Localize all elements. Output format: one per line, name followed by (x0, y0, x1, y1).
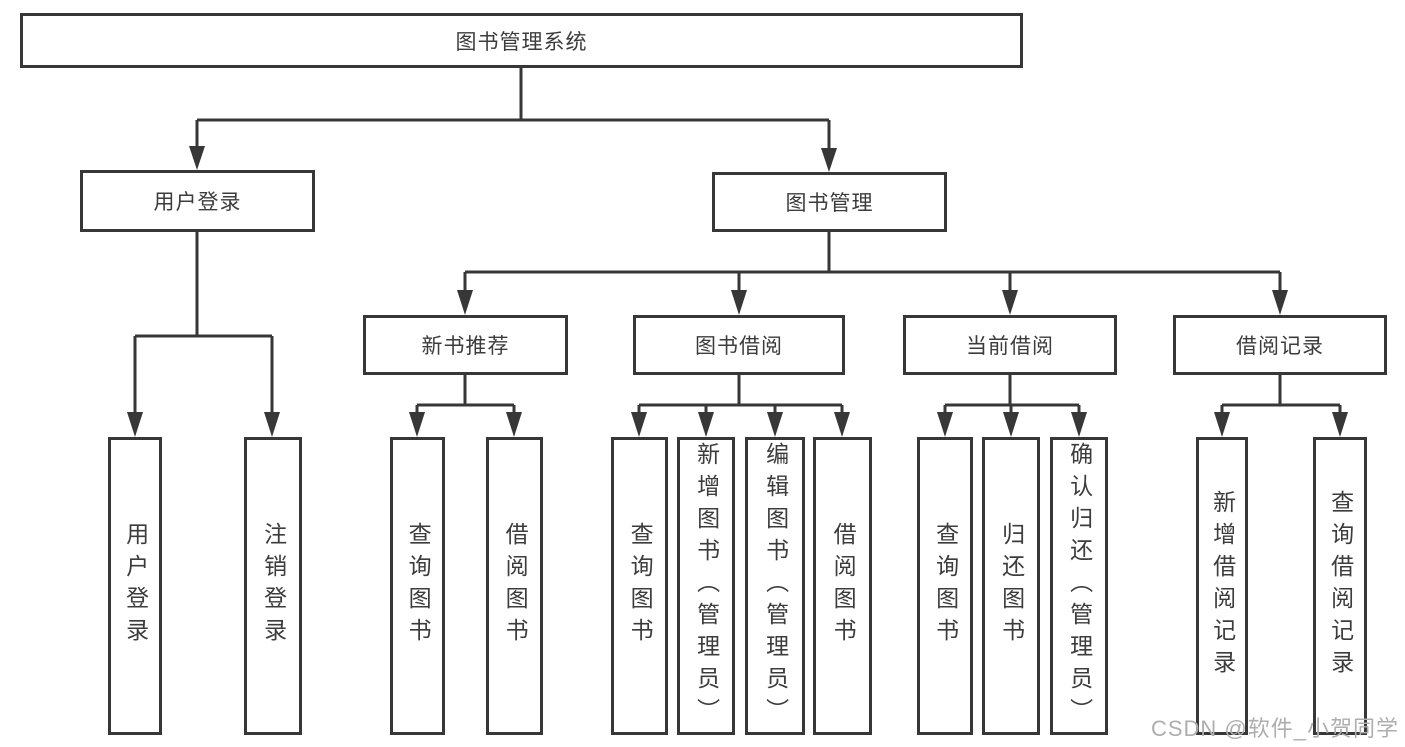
leaf-confirm-return-admin-label: 确认归还（管理员） (1066, 442, 1093, 730)
leaf-add-borrow-record: 新增借阅记录 (1196, 437, 1248, 735)
leaf-current-query-books-label: 查询图书 (932, 522, 959, 650)
leaf-logout: 注销登录 (244, 437, 302, 735)
leaf-borrow-books-label: 借阅图书 (830, 522, 857, 650)
node-book-borrow: 图书借阅 (633, 315, 845, 375)
watermark-text: CSDN @软件_小贺同学 (1150, 716, 1399, 741)
node-borrow-records-label: 借阅记录 (1236, 335, 1324, 358)
node-root: 图书管理系统 (20, 13, 1023, 68)
leaf-return-books-label: 归还图书 (998, 522, 1025, 650)
node-user-login: 用户登录 (80, 170, 315, 232)
node-borrow-records: 借阅记录 (1173, 315, 1387, 375)
leaf-query-borrow-record: 查询借阅记录 (1313, 437, 1367, 735)
leaf-confirm-return-admin: 确认归还（管理员） (1050, 437, 1108, 735)
leaf-add-borrow-record-label: 新增借阅记录 (1209, 490, 1236, 682)
node-book-management: 图书管理 (712, 172, 947, 232)
leaf-add-books-admin: 新增图书（管理员） (677, 437, 735, 735)
node-book-management-label: 图书管理 (785, 192, 874, 215)
node-user-login-label: 用户登录 (153, 191, 242, 214)
node-book-borrow-label: 图书借阅 (695, 335, 783, 358)
leaf-logout-label: 注销登录 (260, 522, 287, 650)
leaf-current-query-books: 查询图书 (917, 437, 973, 735)
node-new-book-recommend: 新书推荐 (363, 315, 568, 375)
leaf-recommend-borrow-books-label: 借阅图书 (502, 522, 529, 650)
leaf-borrow-books: 借阅图书 (813, 437, 872, 735)
node-current-borrow-label: 当前借阅 (966, 335, 1054, 358)
node-new-book-recommend-label: 新书推荐 (421, 335, 510, 358)
leaf-edit-books-admin: 编辑图书（管理员） (745, 437, 805, 735)
leaf-recommend-query-books: 查询图书 (390, 437, 445, 735)
node-root-label: 图书管理系统 (455, 30, 588, 54)
leaf-borrow-query-books-label: 查询图书 (627, 522, 654, 650)
leaf-recommend-query-books-label: 查询图书 (405, 522, 432, 650)
leaf-query-borrow-record-label: 查询借阅记录 (1327, 490, 1354, 682)
leaf-recommend-borrow-books: 借阅图书 (486, 437, 543, 735)
leaf-user-login: 用户登录 (108, 437, 162, 735)
node-current-borrow: 当前借阅 (903, 315, 1117, 375)
leaf-edit-books-admin-label: 编辑图书（管理员） (762, 442, 789, 730)
leaf-borrow-query-books: 查询图书 (611, 437, 668, 735)
leaf-add-books-admin-label: 新增图书（管理员） (693, 442, 720, 730)
leaf-return-books: 归还图书 (982, 437, 1040, 735)
leaf-user-login-label: 用户登录 (122, 522, 149, 650)
